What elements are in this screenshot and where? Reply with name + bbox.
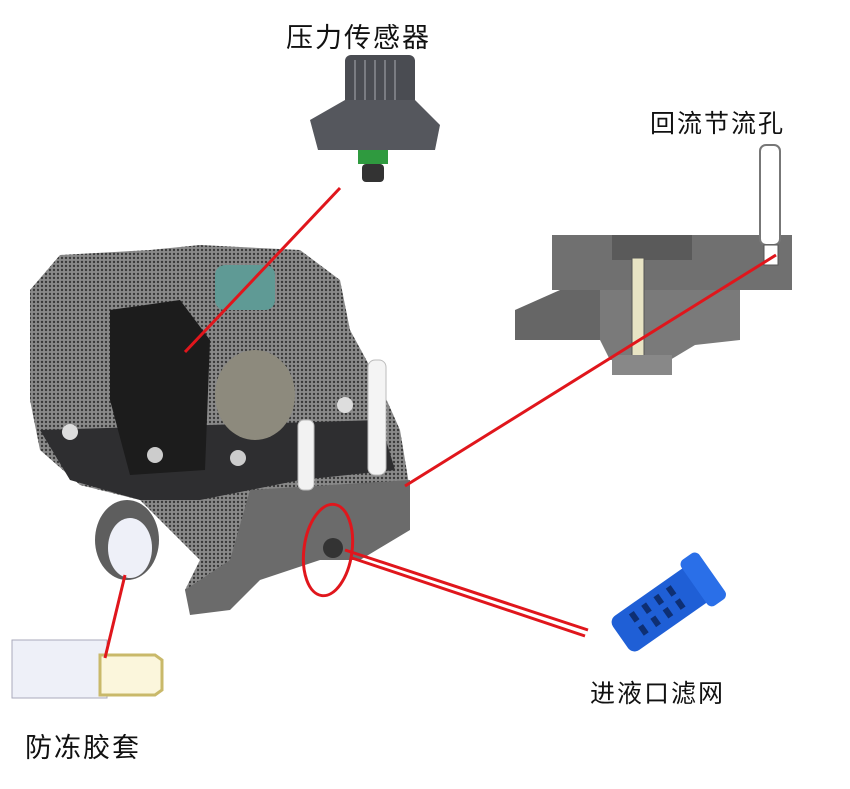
- return-orifice-section-part: [515, 144, 792, 375]
- leader-line-filter-b: [351, 556, 586, 638]
- antifreeze-sleeve-part: [11, 639, 164, 699]
- label-antifreeze-sleeve: 防冻胶套: [25, 733, 141, 764]
- label-pressure-sensor: 压力传感器: [286, 23, 431, 54]
- main-housing-part: [30, 245, 410, 615]
- leader-line-filter-a: [344, 548, 589, 632]
- leader-line-pressure-sensor: [183, 186, 342, 354]
- leader-line-antifreeze-sleeve: [103, 574, 127, 659]
- pressure-sensor-part: [310, 55, 440, 182]
- inlet-highlight-ellipse: [301, 502, 355, 598]
- leader-line-return-orifice: [404, 253, 777, 488]
- leader-lines: [103, 186, 777, 659]
- label-return-orifice: 回流节流孔: [650, 109, 786, 138]
- label-inlet-filter: 进液口滤网: [590, 679, 726, 708]
- inlet-filter-part: [611, 552, 726, 652]
